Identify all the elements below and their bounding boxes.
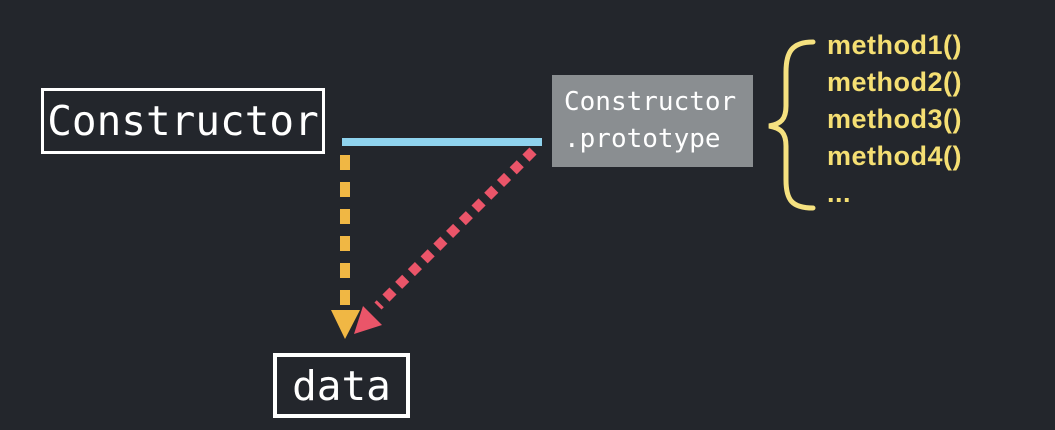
method-item: method1()	[827, 30, 962, 60]
method-item: method4()	[827, 141, 962, 171]
prototype-label-line1: Constructor	[564, 87, 737, 117]
constructor-label: Constructor	[47, 97, 319, 145]
method-item: ...	[827, 178, 852, 208]
method-list: method1() method2() method3() method4()...	[827, 27, 962, 212]
prototype-box: Constructor .prototype	[552, 75, 753, 167]
prototype-to-data-dotted-arrow	[374, 147, 537, 310]
constructor-box: Constructor	[41, 88, 325, 154]
data-label: data	[292, 361, 391, 410]
method-item: method3()	[827, 104, 962, 134]
data-box: data	[273, 353, 410, 418]
pink-arrowhead-icon	[354, 306, 382, 334]
yellow-arrowhead-icon	[331, 310, 360, 339]
prototype-label-line2: .prototype	[564, 124, 721, 154]
methods-brace-icon	[768, 39, 816, 211]
method-item: method2()	[827, 67, 962, 97]
